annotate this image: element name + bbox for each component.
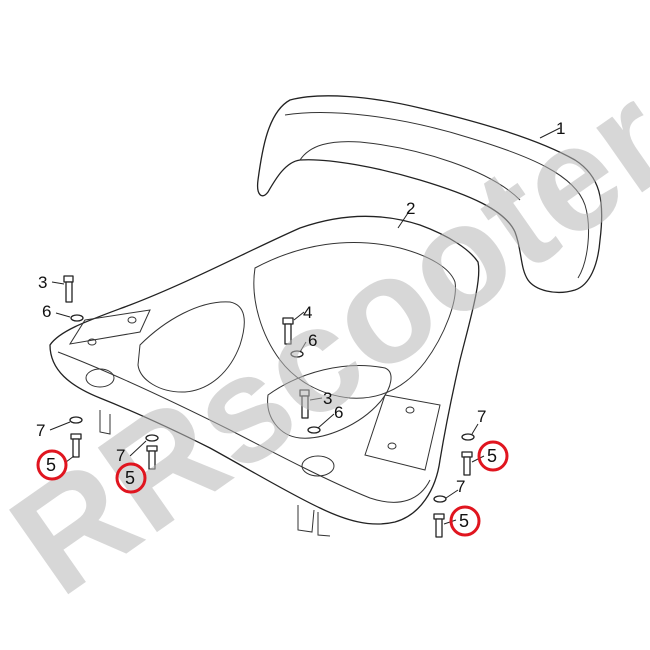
leader-lines bbox=[49, 127, 561, 525]
highlight-ring-5-right-upper bbox=[477, 440, 509, 472]
bolt-4 bbox=[282, 317, 294, 345]
callout-5-right-upper: 5 bbox=[487, 446, 497, 466]
washer-7-center bbox=[145, 434, 159, 442]
callout-7-right-upper: 7 bbox=[477, 407, 486, 426]
backrest-pad bbox=[256, 95, 603, 294]
callout-6-lower: 6 bbox=[334, 403, 343, 422]
callout-7-left: 7 bbox=[36, 421, 45, 440]
bolt-3-middle bbox=[299, 389, 310, 419]
callout-2: 2 bbox=[406, 199, 415, 218]
washer-7-right-lower bbox=[433, 495, 447, 503]
washer-7-left bbox=[69, 416, 83, 424]
bolt-3-upper bbox=[63, 275, 74, 303]
highlight-ring-5-right-lower bbox=[449, 505, 481, 537]
bolt-5-right-upper bbox=[461, 451, 473, 476]
callouts: 1 2 3 6 4 6 3 6 7 7 7 7 bbox=[36, 119, 565, 496]
callout-5-right-lower: 5 bbox=[459, 511, 469, 531]
callout-7-right-lower: 7 bbox=[456, 477, 465, 496]
washer-7-right-upper bbox=[461, 433, 475, 441]
callout-6-middle: 6 bbox=[308, 331, 317, 350]
bolt-5-center bbox=[146, 445, 158, 470]
callout-1: 1 bbox=[556, 119, 565, 138]
callout-5-left: 5 bbox=[46, 455, 56, 475]
callout-3-upper: 3 bbox=[38, 273, 47, 292]
callout-4: 4 bbox=[303, 303, 312, 322]
callout-6-upper: 6 bbox=[42, 302, 51, 321]
highlighted-callouts: 5 5 5 5 bbox=[36, 440, 509, 537]
bolt-5-right-lower bbox=[433, 513, 445, 538]
callout-7-center: 7 bbox=[116, 446, 125, 465]
highlight-ring-5-center bbox=[115, 462, 147, 494]
callout-5-center: 5 bbox=[125, 468, 135, 488]
bolt-5-left bbox=[70, 433, 82, 458]
rear-carrier bbox=[49, 215, 480, 537]
washer-6-upper bbox=[70, 314, 84, 322]
washer-6-lower bbox=[307, 426, 321, 434]
washer-6-middle bbox=[290, 350, 304, 358]
callout-3-middle: 3 bbox=[323, 389, 332, 408]
fasteners bbox=[63, 275, 475, 538]
highlight-ring-5-left bbox=[36, 449, 68, 481]
